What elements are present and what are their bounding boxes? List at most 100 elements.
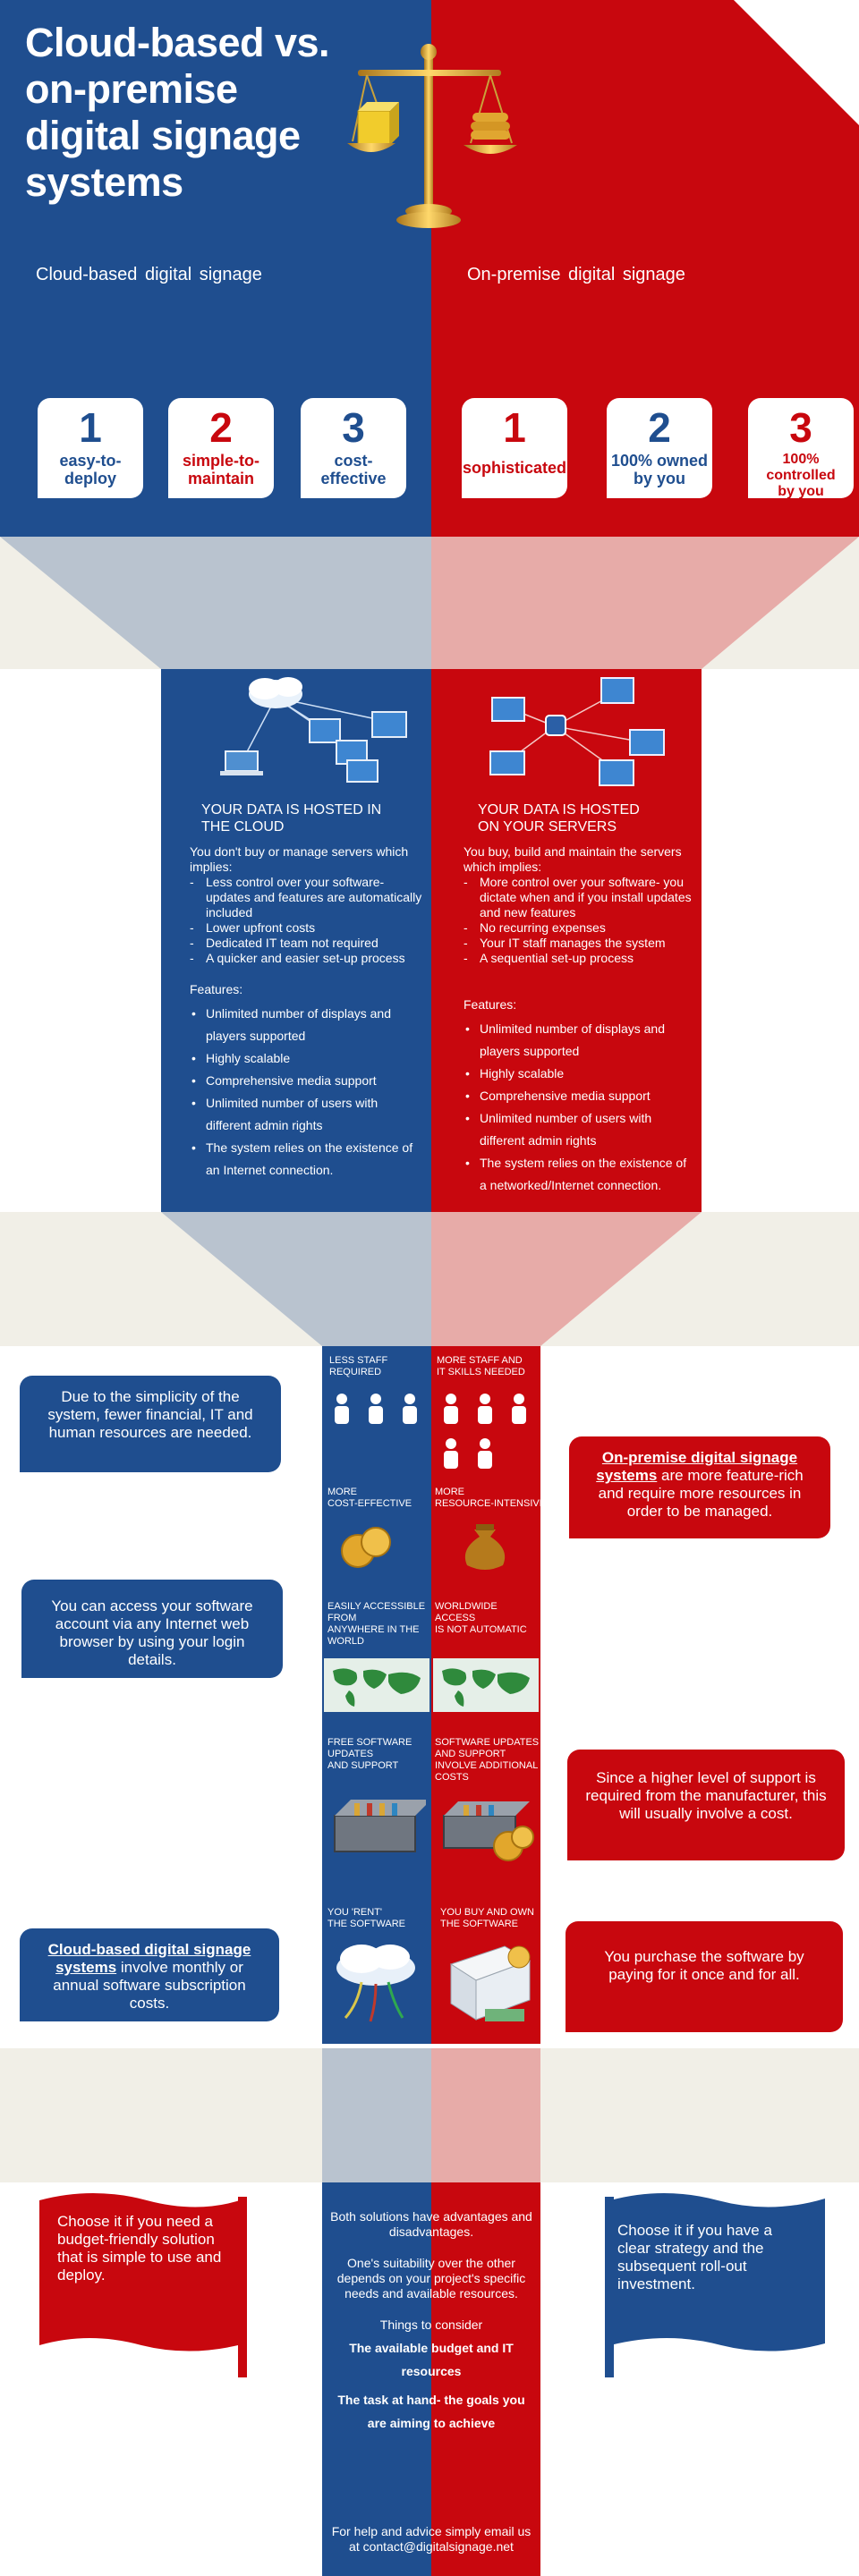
funnel-2 — [161, 1212, 702, 1346]
premise-intro: You buy, build and maintain the servers … — [464, 844, 682, 874]
left-flag-icon — [39, 2193, 247, 2377]
left-flag-text: Choose it if you need a budget-friendly … — [57, 2213, 222, 2284]
premise-implies-list: More control over your software- you dic… — [464, 875, 694, 966]
people-icon — [444, 1394, 526, 1469]
premise-card-3: 3 100% controlled by you — [748, 398, 854, 499]
title-line-1: Cloud-based vs. — [25, 20, 330, 65]
premise-hosting-details: You buy, build and maintain the servers … — [464, 844, 694, 1197]
funnel-1 — [0, 537, 859, 669]
title-line-2: on-premise — [25, 66, 238, 112]
cloud-updates-label: FREE SOFTWARE UPDATES AND SUPPORT — [327, 1737, 412, 1771]
cloud-network-icon — [220, 677, 407, 783]
list-item: Unlimited number of displays and players… — [464, 1018, 694, 1063]
header-corner-cut — [734, 0, 859, 125]
page-title: Cloud-based vs. on-premise digital signa… — [25, 20, 347, 206]
title-line-4: systems — [25, 159, 183, 205]
card-label: easy-to- deploy — [59, 452, 122, 487]
list-item: Less control over your software- updates… — [190, 875, 424, 920]
list-item: Comprehensive media support — [464, 1085, 694, 1107]
world-map-icon — [324, 1658, 430, 1712]
premise-own-label: YOU BUY AND OWN THE SOFTWARE — [440, 1907, 534, 1929]
card-number: 2 — [648, 404, 671, 451]
card-label: 100% controlled by you — [766, 452, 836, 499]
premise-card-1: 1 sophisticated — [462, 398, 567, 498]
card-number: 1 — [79, 404, 102, 451]
cloud-rent-label: YOU 'RENT' THE SOFTWARE — [327, 1907, 405, 1929]
right-flag-text: Choose it if you have a clear strategy a… — [617, 2222, 772, 2292]
list-item: A quicker and easier set-up process — [190, 951, 424, 966]
premise-features-bubble: On-premise digital signage systems are m… — [569, 1436, 830, 1538]
bubble-text: involve monthly or annual software subsc… — [53, 1959, 246, 2012]
software-box-icon — [449, 1945, 532, 2021]
card-number: 1 — [503, 404, 526, 451]
list-item: Highly scalable — [464, 1063, 694, 1085]
balance-scale-icon — [347, 44, 517, 228]
cloud-hosting-details: You don't buy or manage servers which im… — [190, 844, 424, 1182]
cloud-card-3: 3 cost- effective — [301, 398, 406, 498]
cloud-card-1: 1 easy-to- deploy — [38, 398, 143, 498]
cloud-cables-icon — [336, 1945, 415, 2022]
card-number: 2 — [209, 404, 233, 451]
cloud-features-label: Features: — [190, 982, 243, 996]
list-item: The system relies on the existence of an… — [190, 1137, 424, 1182]
list-item: Unlimited number of users with different… — [464, 1107, 694, 1152]
premise-updates-label: SOFTWARE UPDATES AND SUPPORT INVOLVE ADD… — [435, 1737, 540, 1783]
summary-things-heading: Things to consider — [379, 2318, 483, 2332]
cloud-systems-link[interactable]: Cloud-based digital signage systems — [47, 1941, 251, 1976]
cloud-card-2: 2 simple-to- maintain — [168, 398, 274, 498]
premise-features-label: Features: — [464, 997, 517, 1012]
list-item: Dedicated IT team not required — [190, 936, 424, 951]
cloud-access-bubble: You can access your software account via… — [21, 1580, 283, 1678]
cloud-intro: You don't buy or manage servers which im… — [190, 844, 409, 874]
consider-item: The available budget and IT resources — [349, 2341, 514, 2378]
list-item: Comprehensive media support — [190, 1070, 424, 1092]
list-item: The system relies on the existence of a … — [464, 1152, 694, 1197]
card-number: 3 — [789, 404, 812, 451]
title-line-3: digital signage — [25, 113, 301, 158]
premise-card-2: 2 100% owned by you — [607, 398, 712, 498]
list-item: Unlimited number of users with different… — [190, 1092, 424, 1137]
consider-item: The task at hand- the goals you are aimi… — [337, 2393, 525, 2430]
bottom-premise-column — [431, 2182, 540, 2576]
card-label: sophisticated — [462, 459, 567, 477]
premise-access-label: WORLDWIDE ACCESS IS NOT AUTOMATIC — [435, 1601, 527, 1635]
cloud-cost-label: MORE COST-EFFECTIVE — [327, 1487, 412, 1509]
server-network-icon — [489, 677, 665, 786]
cloud-features-list: Unlimited number of displays and players… — [190, 1003, 424, 1182]
contact-info: For help and advice simply email us at c… — [331, 2524, 532, 2554]
summary-suitability: One's suitability over the other depends… — [336, 2256, 526, 2301]
cloud-staff-label: LESS STAFF REQUIRED — [329, 1355, 388, 1377]
card-label: cost- effective — [320, 452, 387, 487]
right-flag-icon — [605, 2193, 825, 2377]
people-icon — [335, 1394, 417, 1424]
funnel-3 — [322, 2048, 540, 2182]
list-item: No recurring expenses — [464, 920, 694, 936]
premise-staff-label: MORE STAFF AND IT SKILLS NEEDED — [437, 1355, 525, 1377]
cloud-hosting-title: YOUR DATA IS HOSTED IN THE CLOUD — [201, 802, 382, 835]
list-item: More control over your software- you dic… — [464, 875, 694, 920]
cloud-resources-bubble: Due to the simplicity of the system, few… — [20, 1376, 281, 1472]
premise-subtitle: On-premise digital signage — [467, 265, 685, 284]
list-item: Unlimited number of displays and players… — [190, 1003, 424, 1047]
toolbox-coins-icon — [443, 1801, 534, 1861]
premise-features-list: Unlimited number of displays and players… — [464, 1018, 694, 1197]
bottom-summary: Both solutions have advantages and disad… — [329, 2209, 533, 2555]
cloud-access-label: EASILY ACCESSIBLE FROM ANYWHERE IN THE W… — [327, 1601, 426, 1647]
list-item: Highly scalable — [190, 1047, 424, 1070]
premise-systems-link[interactable]: On-premise digital signage systems — [596, 1449, 798, 1484]
toolbox-icon — [334, 1800, 426, 1852]
coins-icon — [341, 1527, 391, 1568]
premise-cost-label: MORE RESOURCE-INTENSIVE — [435, 1487, 547, 1509]
cloud-subtitle: Cloud-based digital signage — [36, 265, 262, 284]
money-bag-icon — [464, 1524, 506, 1570]
premise-support-bubble: Since a higher level of support is requi… — [567, 1750, 845, 1860]
list-item: A sequential set-up process — [464, 951, 694, 966]
card-label: 100% owned by you — [610, 452, 709, 487]
card-number: 3 — [342, 404, 365, 451]
premise-hosting-title: YOUR DATA IS HOSTED ON YOUR SERVERS — [478, 802, 640, 835]
premise-purchase-bubble: You purchase the software by paying for … — [566, 1921, 843, 2032]
cloud-implies-list: Less control over your software- updates… — [190, 875, 424, 966]
cloud-subscription-bubble: Cloud-based digital signage systems invo… — [20, 1928, 279, 2021]
bottom-cloud-column — [322, 2182, 431, 2576]
card-label: simple-to- maintain — [182, 452, 259, 487]
